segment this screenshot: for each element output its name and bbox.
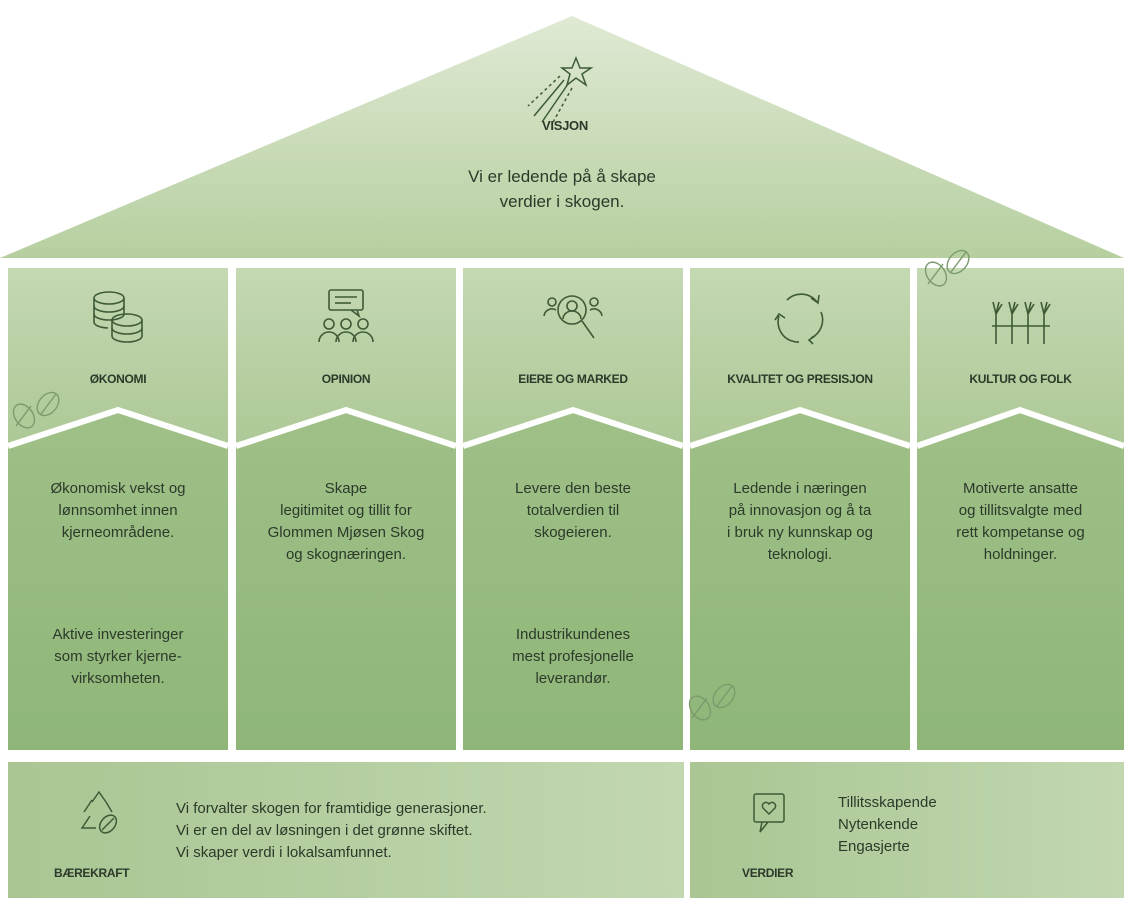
text-line: Glommen Mjøsen Skog [267,524,425,541]
text-line: og tillitsvalgte med [958,502,1083,519]
leaf-decoration-icon [924,249,970,287]
text-line: Vi forvalter skogen for framtidige gener… [176,800,487,817]
text-line: totalverdien til [526,502,620,519]
text-line: Vi skaper verdi i lokalsamfunnet. [176,844,392,861]
baerekraft-section: BÆREKRAFT Vi forvalter skogen for framti… [8,766,684,898]
text-line: virksomheten. [71,670,165,687]
leaf-decoration-icon [688,683,736,721]
heart-chat-icon [753,793,785,833]
text-line: i bruk ny kunnskap og [727,524,873,541]
vision-line-1: Vi er ledende på å skape [468,167,656,186]
pillar-opinion: OPINION Skape legitimitet og tillit for … [236,268,456,750]
text-line: Engasjerte [838,838,910,855]
pillar-title: ØKONOMI [89,372,147,386]
text-line: Industrikundenes [515,626,631,643]
hands-raised-icon [991,301,1051,344]
text-line: leverandør. [535,670,611,687]
text-line: Nytenkende [838,816,919,833]
vision-label: VISJON [542,118,588,133]
text-line: Ledende i næringen [733,480,867,497]
text-line: rett kompetanse og [956,524,1085,541]
pillar-text-1: Økonomisk vekst og lønnsomhet innen kjer… [16,478,220,544]
pillar-title: EIERE OG MARKED [518,372,628,386]
text-line: Vi er en del av løsningen i det grønne s… [176,822,473,839]
verdier-section: VERDIER Tillitsskapende Nytenkende Engas… [690,766,1124,898]
pillar-text-1: Ledende i næringen på innovasjon og å ta… [698,478,902,566]
text-line: holdninger. [983,546,1058,563]
text-line: mest profesjonelle [512,648,634,665]
roof [0,16,1124,258]
pillar-eiere-og-marked: EIERE OG MARKED Levere den beste totalve… [463,268,683,750]
verdier-text: Tillitsskapende Nytenkende Engasjerte [838,792,937,858]
text-line: Motiverte ansatte [962,480,1079,497]
text-line: og skognæringen. [285,546,407,563]
recycle-leaf-icon [80,790,118,834]
text-line: kjerneområdene. [61,524,175,541]
text-line: Aktive investeringer [52,626,184,643]
vision-statement: Vi er ledende på å skape verdier i skoge… [400,164,724,214]
coins-icon [93,291,143,343]
pillar-text-1: Levere den beste totalverdien til skogei… [471,478,675,544]
pillar-title: OPINION [321,372,371,386]
text-line: teknologi. [767,546,833,563]
pillar-shapes [7,268,1124,750]
text-line: lønnsomhet innen [58,502,178,519]
baerekraft-text: Vi forvalter skogen for framtidige gener… [176,798,487,864]
text-line: på innovasjon og å ta [728,502,872,519]
pillar-kvalitet-og-presisjon: KVALITET OG PRESISJON Ledende i næringen… [690,268,910,750]
text-line: som styrker kjerne- [54,648,182,665]
people-search-icon [543,295,603,339]
pillar-text-2: Aktive investeringer som styrker kjerne-… [16,624,220,690]
text-line: Tillitsskapende [838,794,937,811]
cycle-arrows-icon [774,293,824,345]
text-line: Skape [324,480,368,497]
text-line: Levere den beste [515,480,631,497]
shooting-star-icon [527,55,594,125]
pillar-text-2: Industrikundenes mest profesjonelle leve… [471,624,675,690]
pillar-okonomi: ØKONOMI Økonomisk vekst og lønnsomhet in… [8,268,228,750]
text-line: skogeieren. [534,524,612,541]
foundation-left [8,762,684,898]
text-line: Økonomisk vekst og [50,480,186,497]
verdier-label: VERDIER [742,866,794,880]
vision-line-2: verdier i skogen. [499,192,625,211]
pillar-text-1: Skape legitimitet og tillit for Glommen … [244,478,448,566]
baerekraft-label: BÆREKRAFT [54,866,130,880]
pillar-title: KULTUR OG FOLK [969,372,1072,386]
pillar-kultur-og-folk: KULTUR OG FOLK Motiverte ansatte og till… [917,268,1124,750]
pillar-title: KVALITET OG PRESISJON [727,372,873,386]
text-line: legitimitet og tillit for [280,502,412,519]
leaf-decoration-icon [12,391,60,429]
pillar-text-1: Motiverte ansatte og tillitsvalgte med r… [925,478,1116,566]
people-speech-icon [318,289,374,343]
